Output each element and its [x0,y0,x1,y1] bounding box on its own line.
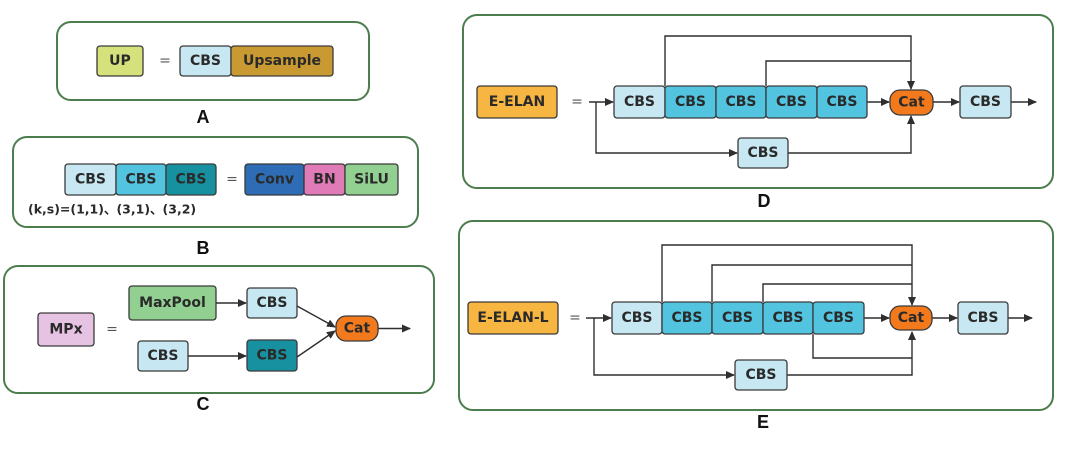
bypass-arrow [595,102,738,157]
svg-text:CBS: CBS [722,310,753,326]
cbs-block-k3s1: CBS [115,163,167,196]
skip-arrow-1 [664,35,915,90]
svg-text:CBS: CBS [725,94,756,110]
equals-sign: = [226,172,238,188]
maxpool-block: MaxPool [128,285,217,321]
chain-cbs-2: CBS [664,85,717,119]
svg-text:MaxPool: MaxPool [139,295,206,311]
cbs-block-bottom-right: CBS [246,339,298,372]
chain-cbs-5: CBS [816,85,868,119]
arrow [296,305,336,328]
silu-block: SiLU [344,163,399,196]
chain-cbs-4: CBS [765,85,818,119]
svg-text:CBS: CBS [175,172,206,188]
svg-text:CBS: CBS [970,94,1001,110]
cbs-block: CBS [179,45,232,77]
svg-text:CBS: CBS [671,310,702,326]
caption-d: D [758,191,771,211]
caption-c: C [197,394,210,414]
svg-text:CBS: CBS [823,310,854,326]
svg-text:CBS: CBS [745,367,776,383]
panel-d: E-ELAN = CBS CBS CBS CBS CBS [462,14,1054,189]
skip-line-down [812,334,912,359]
svg-text:Upsample: Upsample [243,53,321,69]
arrow [296,330,336,358]
svg-text:MPx: MPx [49,322,82,338]
svg-text:CBS: CBS [772,310,803,326]
cbs-block-k1s1: CBS [64,163,117,196]
output-cbs: CBS [959,85,1012,119]
bypass-arrow [593,318,735,379]
caption-b: B [197,238,210,258]
bn-block: BN [303,163,346,196]
chain-cbs-3: CBS [715,85,767,119]
bypass-cbs: CBS [734,359,788,391]
svg-text:CBS: CBS [624,94,655,110]
upsample-block: Upsample [230,45,334,77]
mpx-block: MPx [37,312,95,347]
chain-cbs-1: CBS [611,301,663,335]
cat-block: Cat [889,305,933,331]
skip-line-2 [765,60,911,86]
svg-text:CBS: CBS [826,94,857,110]
bypass-merge-arrow [787,331,916,376]
up-block: UP [96,45,144,77]
panel-e: E-ELAN-L = CBS CBS CBS CBS [458,220,1054,411]
bypass-merge-arrow [788,115,915,154]
chain-cbs-2: CBS [661,301,713,335]
cbs-block-bottom-left: CBS [137,340,189,372]
skip-arrow-1 [661,244,916,306]
svg-text:CBS: CBS [256,295,287,311]
svg-text:BN: BN [313,172,335,188]
chain-cbs-4: CBS [762,301,814,335]
conv-block: Conv [244,163,305,196]
svg-text:Conv: Conv [255,172,294,188]
output-cbs: CBS [957,301,1009,335]
skip-line-3 [762,283,912,302]
panel-a: UP = CBS Upsample [56,21,370,101]
cat-block: Cat [335,315,379,342]
svg-text:CBS: CBS [621,310,652,326]
svg-text:SiLU: SiLU [354,172,389,188]
svg-text:CBS: CBS [147,348,178,364]
svg-text:CBS: CBS [190,53,221,69]
svg-text:CBS: CBS [256,348,287,364]
panel-b: CBS CBS CBS = Conv BN SiLU (k,s)=(1,1)、(… [12,136,419,228]
bypass-cbs: CBS [737,137,789,169]
svg-text:CBS: CBS [776,94,807,110]
svg-text:E-ELAN-L: E-ELAN-L [477,310,548,326]
e-elan-l-block: E-ELAN-L [467,301,559,335]
cbs-block-top: CBS [246,287,298,319]
equals-sign: = [159,53,171,69]
kernel-stride-note: (k,s)=(1,1)、(3,1)、(3,2) [28,202,196,217]
cat-block: Cat [889,89,934,116]
svg-text:Cat: Cat [898,310,925,326]
skip-line-2 [711,264,912,302]
svg-text:Cat: Cat [344,321,371,337]
svg-text:CBS: CBS [125,172,156,188]
svg-text:CBS: CBS [967,310,998,326]
svg-text:UP: UP [109,53,131,69]
chain-cbs-1: CBS [613,85,666,119]
equals-sign: = [569,310,581,326]
svg-text:CBS: CBS [75,172,106,188]
equals-sign: = [106,322,118,338]
panel-c-frame [3,265,435,394]
svg-text:CBS: CBS [747,145,778,161]
caption-a: A [197,107,210,127]
caption-e: E [757,412,769,432]
equals-sign: = [571,94,583,110]
chain-cbs-5: CBS [812,301,865,335]
svg-text:Cat: Cat [898,95,925,111]
panel-c: MPx = MaxPool CBS CBS CBS Cat [3,265,435,394]
cbs-block-k3s2: CBS [165,163,217,196]
chain-cbs-3: CBS [711,301,764,335]
svg-text:CBS: CBS [675,94,706,110]
svg-text:E-ELAN: E-ELAN [489,94,545,110]
e-elan-block: E-ELAN [476,85,558,119]
